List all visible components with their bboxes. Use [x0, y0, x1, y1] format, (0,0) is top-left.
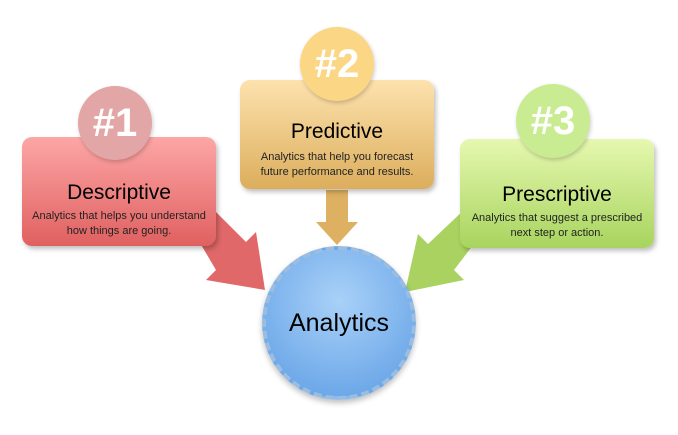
prescriptive-title: Prescriptive	[502, 183, 612, 206]
prescriptive-description: Analytics that suggest a prescribed next…	[471, 212, 643, 239]
number-badge-3: #3	[516, 84, 590, 158]
number-badge-1: #1	[78, 86, 152, 160]
predictive-title: Predictive	[290, 120, 384, 143]
descriptive-title: Descriptive	[67, 181, 171, 204]
analytics-center-circle: Analytics	[262, 246, 416, 400]
descriptive-description: Analytics that helps you understand how …	[32, 210, 206, 237]
predictive-description: Analytics that help you forecast future …	[260, 151, 414, 178]
descriptive-box: Descriptive Analytics that helps you und…	[22, 137, 216, 246]
arrow-predictive	[316, 190, 358, 245]
number-badge-2: #2	[300, 27, 374, 101]
prescriptive-box: Prescriptive Analytics that suggest a pr…	[460, 139, 654, 248]
